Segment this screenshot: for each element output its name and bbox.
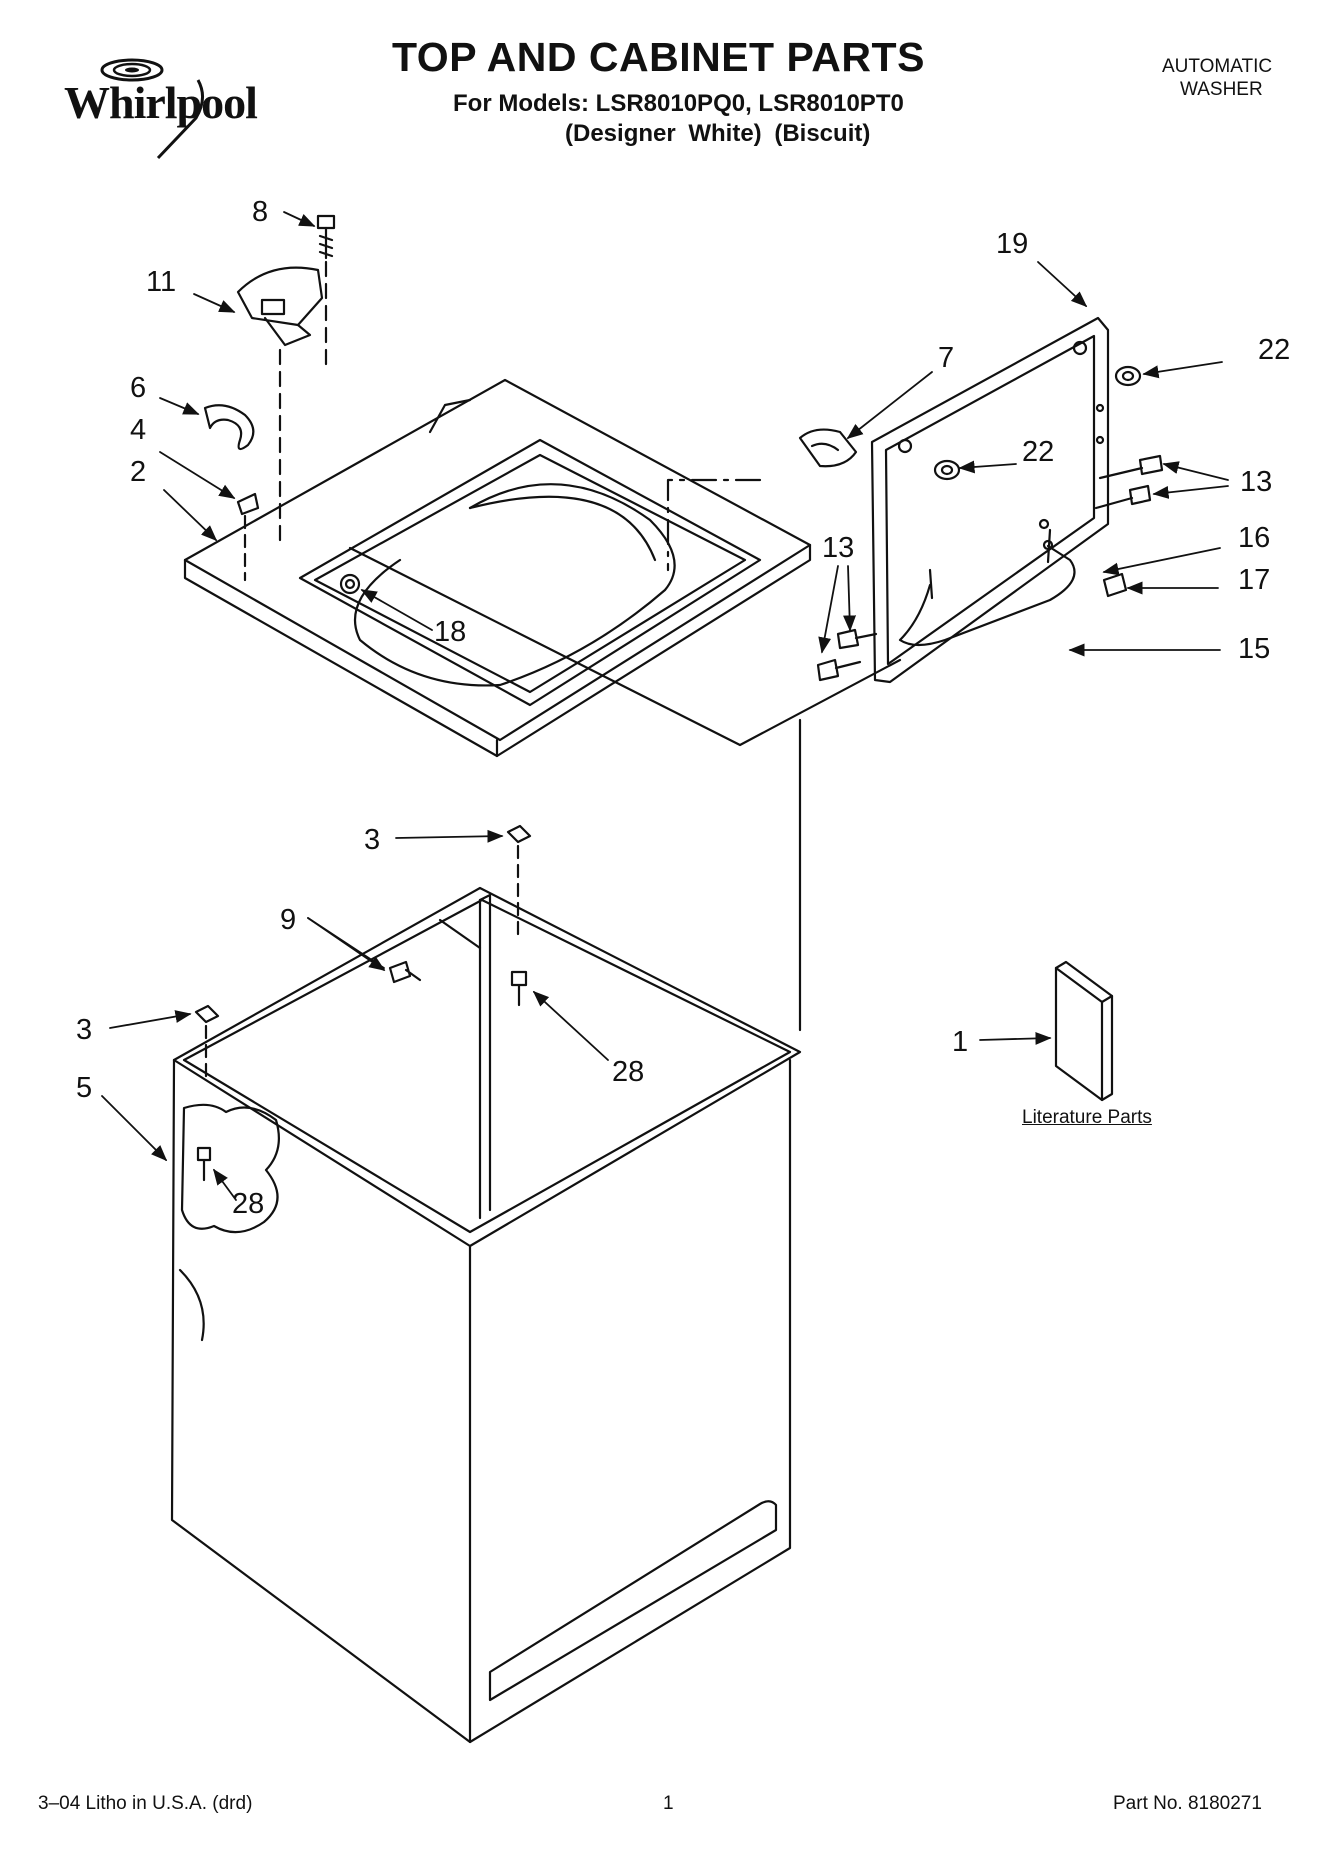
clip-6 bbox=[203, 404, 255, 451]
screw-13-right bbox=[1094, 454, 1164, 510]
callout-6: 6 bbox=[130, 372, 147, 404]
callout-11: 11 bbox=[146, 266, 177, 298]
cabinet bbox=[170, 886, 802, 1744]
wire-harness bbox=[898, 518, 1076, 647]
callout-2: 2 bbox=[130, 456, 147, 488]
screw-28-upper bbox=[510, 970, 528, 1007]
nut-22 bbox=[933, 365, 1142, 481]
dispenser-dashline bbox=[666, 478, 762, 572]
callout-16: 16 bbox=[1238, 522, 1271, 554]
callout-28-upper: 28 bbox=[612, 1056, 645, 1088]
callout-13-right: 13 bbox=[1240, 466, 1273, 498]
screw-9 bbox=[388, 960, 422, 984]
callout-18: 18 bbox=[434, 616, 467, 648]
brand-wordmark: Whirlpool bbox=[64, 77, 258, 128]
dispenser-cap-7 bbox=[798, 428, 858, 468]
model-list: For Models: LSR8010PQ0, LSR8010PT0 bbox=[453, 90, 904, 117]
literature-booklet bbox=[1054, 960, 1114, 1102]
page-number: 1 bbox=[663, 1793, 674, 1814]
whirlpool-logo bbox=[100, 58, 204, 160]
page-title: TOP AND CABINET PARTS bbox=[392, 34, 925, 80]
assembly-line bbox=[348, 546, 902, 747]
callout-22-right: 22 bbox=[1258, 334, 1291, 366]
console-frame bbox=[870, 316, 1110, 684]
callout-8: 8 bbox=[252, 196, 269, 228]
lid-switch bbox=[236, 266, 324, 347]
print-info: 3–04 Litho in U.S.A. (drd) bbox=[38, 1793, 253, 1814]
callout-22-center: 22 bbox=[1022, 436, 1055, 468]
callout-3-lower: 3 bbox=[76, 1014, 93, 1046]
callout-4: 4 bbox=[130, 414, 147, 446]
callout-7: 7 bbox=[938, 342, 955, 374]
screw-8 bbox=[316, 214, 336, 260]
doc-type-line2: WASHER bbox=[1180, 79, 1263, 100]
cabinet-cutaway bbox=[180, 1103, 280, 1234]
part-number: Part No. 8180271 bbox=[1113, 1793, 1262, 1814]
washer-top bbox=[183, 378, 812, 758]
callout-leaders bbox=[101, 211, 1229, 1201]
callout-5: 5 bbox=[76, 1072, 93, 1104]
doc-type-line1: AUTOMATIC bbox=[1162, 56, 1273, 77]
callout-9: 9 bbox=[280, 904, 297, 936]
switch-dashline bbox=[278, 260, 328, 542]
screw-13-left bbox=[816, 628, 878, 682]
bushing-17 bbox=[1102, 572, 1128, 598]
callout-28-lower: 28 bbox=[232, 1188, 265, 1220]
callout-19: 19 bbox=[996, 228, 1029, 260]
screw-9-line bbox=[438, 918, 482, 950]
color-variants: (Designer White) (Biscuit) bbox=[565, 120, 871, 147]
callout-1: 1 bbox=[952, 1026, 969, 1058]
callout-17: 17 bbox=[1238, 564, 1271, 596]
callout-3-upper: 3 bbox=[364, 824, 381, 856]
callout-15: 15 bbox=[1238, 633, 1271, 665]
clip-4 bbox=[236, 492, 260, 516]
clip-3-upper bbox=[506, 824, 532, 844]
callout-13-left: 13 bbox=[822, 532, 855, 564]
clip-3-lower bbox=[194, 1004, 220, 1024]
literature-parts-label: Literature Parts bbox=[1022, 1107, 1152, 1128]
